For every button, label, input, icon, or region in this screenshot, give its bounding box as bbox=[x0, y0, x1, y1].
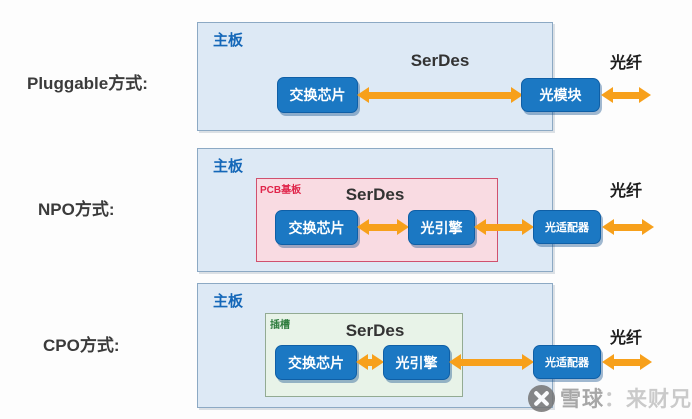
fiber-label: 光纤 bbox=[609, 183, 642, 200]
serdes-double-arrow-icon bbox=[357, 87, 523, 103]
engine-adapter-double-arrow-icon bbox=[449, 354, 534, 370]
serdes-label: SerDes bbox=[345, 321, 405, 340]
slot-label: 插槽 bbox=[270, 320, 290, 331]
fiber-label: 光纤 bbox=[609, 55, 642, 72]
row-label-cpo: CPO方式: bbox=[43, 336, 120, 355]
fiber-label: 光纤 bbox=[609, 330, 642, 347]
row-label-npo: NPO方式: bbox=[38, 200, 115, 219]
optical-engine-node: 光引擎 bbox=[383, 345, 450, 380]
optical-engine-node: 光引擎 bbox=[408, 210, 475, 245]
fiber-double-arrow-icon bbox=[601, 87, 651, 103]
optical-adapter-node: 光适配器 bbox=[533, 210, 601, 244]
motherboard-label: 主板 bbox=[213, 158, 244, 175]
watermark: 雪球：来财兄 bbox=[527, 383, 692, 413]
motherboard-label: 主板 bbox=[213, 32, 244, 49]
watermark-author: 来财兄 bbox=[626, 388, 692, 411]
switch-chip-node: 交换芯片 bbox=[275, 345, 357, 380]
xueqiu-logo-icon bbox=[527, 384, 556, 413]
engine-adapter-double-arrow-icon bbox=[474, 219, 534, 235]
chip-engine-double-arrow-icon bbox=[357, 219, 409, 235]
fiber-double-arrow-icon bbox=[602, 354, 652, 370]
motherboard-label: 主板 bbox=[213, 293, 244, 310]
fiber-double-arrow-icon bbox=[602, 219, 654, 235]
serdes-label: SerDes bbox=[410, 51, 470, 70]
switch-chip-node: 交换芯片 bbox=[275, 210, 358, 245]
motherboard-box bbox=[197, 22, 553, 131]
row-label-pluggable: Pluggable方式: bbox=[27, 74, 148, 93]
pcb-substrate-label: PCB基板 bbox=[260, 185, 302, 196]
serdes-label: SerDes bbox=[345, 185, 405, 204]
chip-engine-double-arrow-icon bbox=[356, 354, 384, 370]
optical-module-node: 光模块 bbox=[521, 78, 600, 112]
watermark-brand: 雪球 bbox=[560, 388, 604, 411]
optical-adapter-node: 光适配器 bbox=[533, 345, 601, 379]
watermark-separator: ： bbox=[604, 388, 626, 411]
switch-chip-node: 交换芯片 bbox=[277, 77, 358, 113]
